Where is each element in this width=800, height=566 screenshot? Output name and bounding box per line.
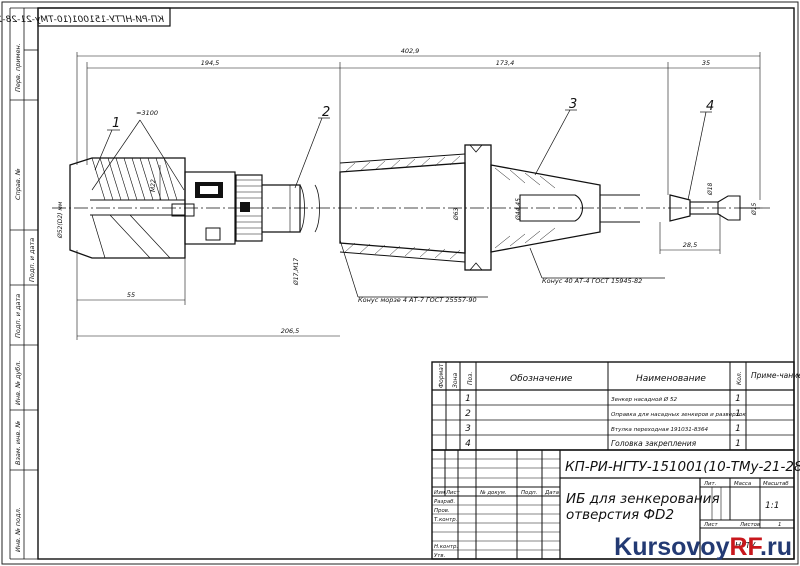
scale-value: 1:1 [765, 501, 779, 511]
spec-h-qty: Кол. [736, 371, 743, 385]
nut [235, 174, 263, 242]
spec-row-1-qty: 1 [735, 394, 741, 404]
dim-overall: 402,9 [401, 47, 420, 55]
spec-row-4-qty: 1 [735, 439, 741, 449]
spec-row-2-name: Оправка для насадных зенкеров и разверто… [611, 412, 746, 418]
dimension-lines [76, 52, 761, 340]
morse-shank [262, 184, 301, 233]
dim-seg1: 194,5 [201, 59, 220, 67]
callout-3: 3 [569, 97, 577, 112]
drawing-frame [37, 7, 795, 560]
spec-h-pos: Поз. [467, 372, 474, 385]
strip-label-2: Справ. № [14, 168, 22, 200]
mirrored-stamp [37, 7, 171, 27]
callout-2: 2 [322, 105, 330, 120]
spec-row-4-name: Головка закрепления [611, 439, 697, 448]
strip-label-7: Подп. и дата [28, 238, 36, 282]
spec-row-2-pos: 2 [465, 409, 471, 419]
dim-dia-15: Ø15 [751, 202, 758, 216]
lit-label: Лит. [703, 481, 716, 487]
strip-label-6: Инв. № подл. [14, 507, 22, 552]
role-check: Пров. [434, 508, 450, 514]
role-approve: Утв. [434, 553, 445, 559]
org-name: НГТУ [735, 541, 756, 550]
flange [464, 144, 492, 271]
spec-h-designation: Обозначение [510, 374, 573, 384]
dim-thread: M22 [150, 179, 157, 192]
watermark-logo: KursovoyRF.ru [614, 533, 792, 562]
col-doc: № докум. [479, 490, 507, 496]
dim-bottom: 206,5 [281, 327, 300, 335]
watermark-part-3: .ru [760, 533, 792, 561]
dim-dia-44: Ø44,45 [515, 198, 522, 221]
role-tcontrol: Т.контр. [434, 517, 457, 523]
watermark-part-2: RF [729, 533, 761, 561]
role-dev: Разраб. [434, 499, 455, 505]
dim-55: 55 [127, 291, 135, 299]
spec-row-3-qty: 1 [735, 424, 741, 434]
dim-28: 28,5 [683, 241, 697, 249]
inner-bore [519, 194, 584, 222]
strip-label-4: Инв. № дубл. [14, 361, 22, 405]
dim-dia-17: Ø17,M17 [293, 258, 300, 286]
dim-angle: ≈3100 [136, 109, 158, 117]
title-line-2: отверстия ФD2 [566, 507, 674, 523]
mirrored-code: КП-РИ-НГТУ-151001(10-ТМу-21-28-12 [0, 15, 164, 25]
dim-dia-cutter: Ø52(D2) мм [57, 201, 64, 239]
arbor-body [184, 171, 236, 245]
spec-row-3-name: Втулка переходная 191031-8364 [611, 427, 709, 433]
callout-1: 1 [112, 116, 120, 131]
dim-dia-18: Ø18 [707, 182, 714, 196]
col-sign: Подп. [521, 490, 537, 496]
pull-stud [669, 194, 691, 222]
title-line-1: ИБ для зенкерования [566, 491, 720, 507]
watermark-part-1: Kursovoy [614, 533, 730, 561]
spec-row-1-name: Зенкер насадной Ø 52 [611, 396, 678, 403]
spec-row-1-pos: 1 [465, 394, 471, 404]
sk40-taper [490, 164, 601, 253]
strip-label-5: Взам. инв. № [14, 421, 22, 465]
spec-h-note: Приме-чание [751, 371, 800, 380]
spec-h-format: Формат [438, 363, 445, 388]
dim-dia-63: Ø63 [453, 207, 460, 221]
role-ncontrol: Н.контр. [434, 544, 458, 550]
col-izm: Изм [434, 490, 445, 496]
dim-seg3: 35 [702, 59, 710, 67]
callout-4: 4 [706, 99, 714, 114]
spec-row-4-pos: 4 [465, 439, 471, 449]
col-list: Лист [445, 490, 461, 496]
scale-label: Масштаб [763, 481, 789, 487]
sheet-label: Лист [703, 522, 719, 528]
spec-row-3-pos: 3 [465, 424, 471, 434]
adapter-sleeve [339, 162, 466, 254]
mass-label: Масса [734, 481, 751, 487]
sheets-value: 1 [778, 522, 781, 528]
spec-h-name: Наименование [636, 374, 706, 384]
spec-row-2-qty: 1 [735, 409, 741, 419]
spec-h-zone: Зона [452, 373, 459, 388]
strip-label-1: Перв. примен. [14, 43, 22, 92]
title-code: КП-РИ-НГТУ-151001(10-ТМу-21-28-12 [565, 459, 800, 475]
note-sk40-taper: Конус 40 АТ-4 ГОСТ 15945-82 [542, 277, 642, 285]
strip-label-3: Подп. и дата [14, 294, 22, 338]
sheets-label: Листов [739, 522, 760, 528]
dim-seg2: 173,4 [496, 59, 515, 67]
left-strip-labels: Перв. примен. Справ. № Подп. и дата Инв.… [14, 43, 36, 552]
note-morse-taper: Конус морзе 4 АТ-7 ГОСТ 25557-90 [358, 296, 477, 304]
col-date: Дата [544, 490, 559, 496]
title-block [431, 449, 795, 560]
